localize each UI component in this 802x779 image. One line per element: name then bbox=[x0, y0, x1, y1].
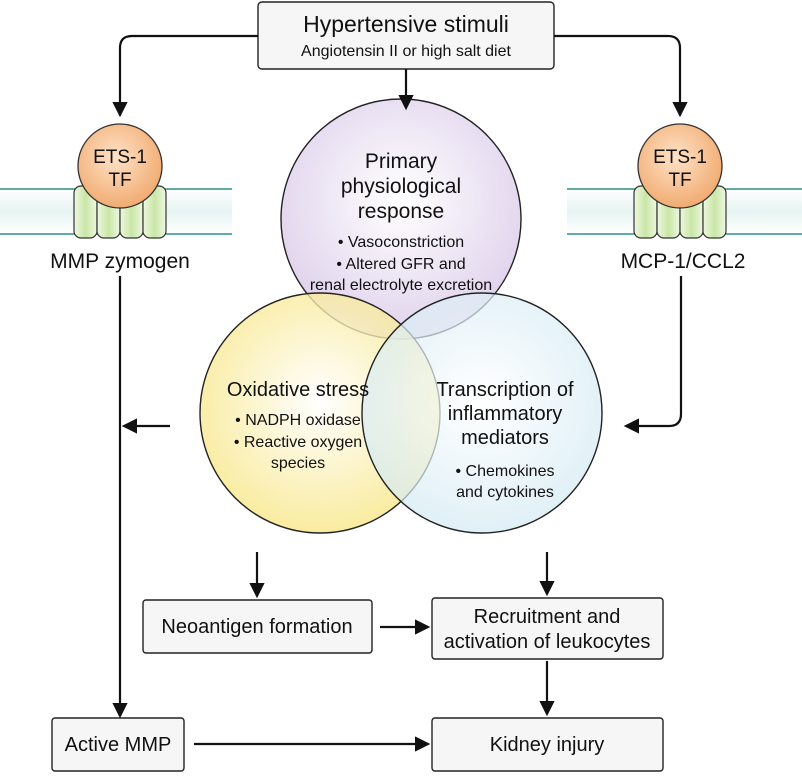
active-mmp-label: Active MMP bbox=[65, 734, 172, 756]
tf-right-line1: ETS-1 bbox=[653, 147, 707, 168]
recruitment-box: Recruitment and activation of leukocytes bbox=[431, 597, 664, 660]
active-mmp-box: Active MMP bbox=[51, 717, 185, 772]
kidney-box: Kidney injury bbox=[431, 717, 664, 772]
transcription-circle bbox=[361, 292, 603, 534]
transcription-title-line: mediators bbox=[461, 427, 549, 449]
oxidative-bullet: species bbox=[271, 455, 325, 472]
arrow-stimuli-to-left-tf bbox=[112, 34, 258, 118]
oxidative-stress-text: Oxidative stress • NADPH oxidase • React… bbox=[227, 379, 369, 472]
arrow-mcp1-to-transcription bbox=[623, 276, 683, 434]
oxidative-title: Oxidative stress bbox=[227, 379, 369, 401]
transcription-text: Transcription of inflammatory mediators … bbox=[436, 379, 574, 501]
stimuli-subtitle: Angiotensin II or high salt diet bbox=[301, 43, 511, 60]
tf-right-line2: TF bbox=[668, 170, 691, 191]
stimuli-title: Hypertensive stimuli bbox=[303, 11, 509, 37]
mmp-zymogen-label: MMP zymogen bbox=[50, 250, 190, 273]
tf-left-line2: TF bbox=[108, 170, 131, 191]
recruitment-label-line: Recruitment and bbox=[474, 606, 621, 628]
oxidative-bullet: • NADPH oxidase bbox=[235, 412, 361, 429]
primary-response-text: Primary physiological response • Vasocon… bbox=[310, 150, 492, 294]
neoantigen-box-frame bbox=[142, 599, 373, 654]
primary-bullet: • Vasoconstriction bbox=[338, 234, 464, 251]
recruitment-label-line: activation of leukocytes bbox=[444, 631, 651, 653]
tf-right: ETS-1 TF bbox=[637, 123, 723, 209]
primary-bullet: • Altered GFR and bbox=[336, 256, 465, 273]
primary-title-line: physiological bbox=[341, 175, 461, 198]
oxidative-bullet: • Reactive oxygen bbox=[234, 434, 362, 451]
transcription-bullet: • Chemokines bbox=[456, 463, 555, 480]
transcription-bullet: and cytokines bbox=[456, 484, 554, 501]
tf-left: ETS-1 TF bbox=[77, 123, 163, 209]
stimuli-box: Hypertensive stimuli Angiotensin II or h… bbox=[257, 1, 555, 70]
primary-bullet: renal electrolyte excretion bbox=[310, 277, 492, 294]
neoantigen-label: Neoantigen formation bbox=[161, 616, 352, 638]
tf-right-circle bbox=[637, 123, 723, 209]
mcp1-ccl2-label: MCP-1/CCL2 bbox=[621, 250, 746, 273]
tf-left-line1: ETS-1 bbox=[93, 147, 147, 168]
venn bbox=[199, 98, 603, 534]
tf-left-circle bbox=[77, 123, 163, 209]
primary-title-line: response bbox=[358, 200, 444, 223]
neoantigen-box: Neoantigen formation bbox=[142, 599, 373, 654]
arrows bbox=[112, 34, 688, 752]
kidney-box-frame bbox=[431, 717, 664, 772]
primary-title-line: Primary bbox=[365, 150, 438, 173]
transcription-title-line: inflammatory bbox=[448, 403, 562, 425]
kidney-injury-label: Kidney injury bbox=[490, 734, 605, 756]
transcription-title-line: Transcription of bbox=[436, 379, 574, 401]
arrow-stimuli-to-right-tf bbox=[554, 34, 688, 118]
recruitment-box-frame bbox=[431, 597, 664, 660]
